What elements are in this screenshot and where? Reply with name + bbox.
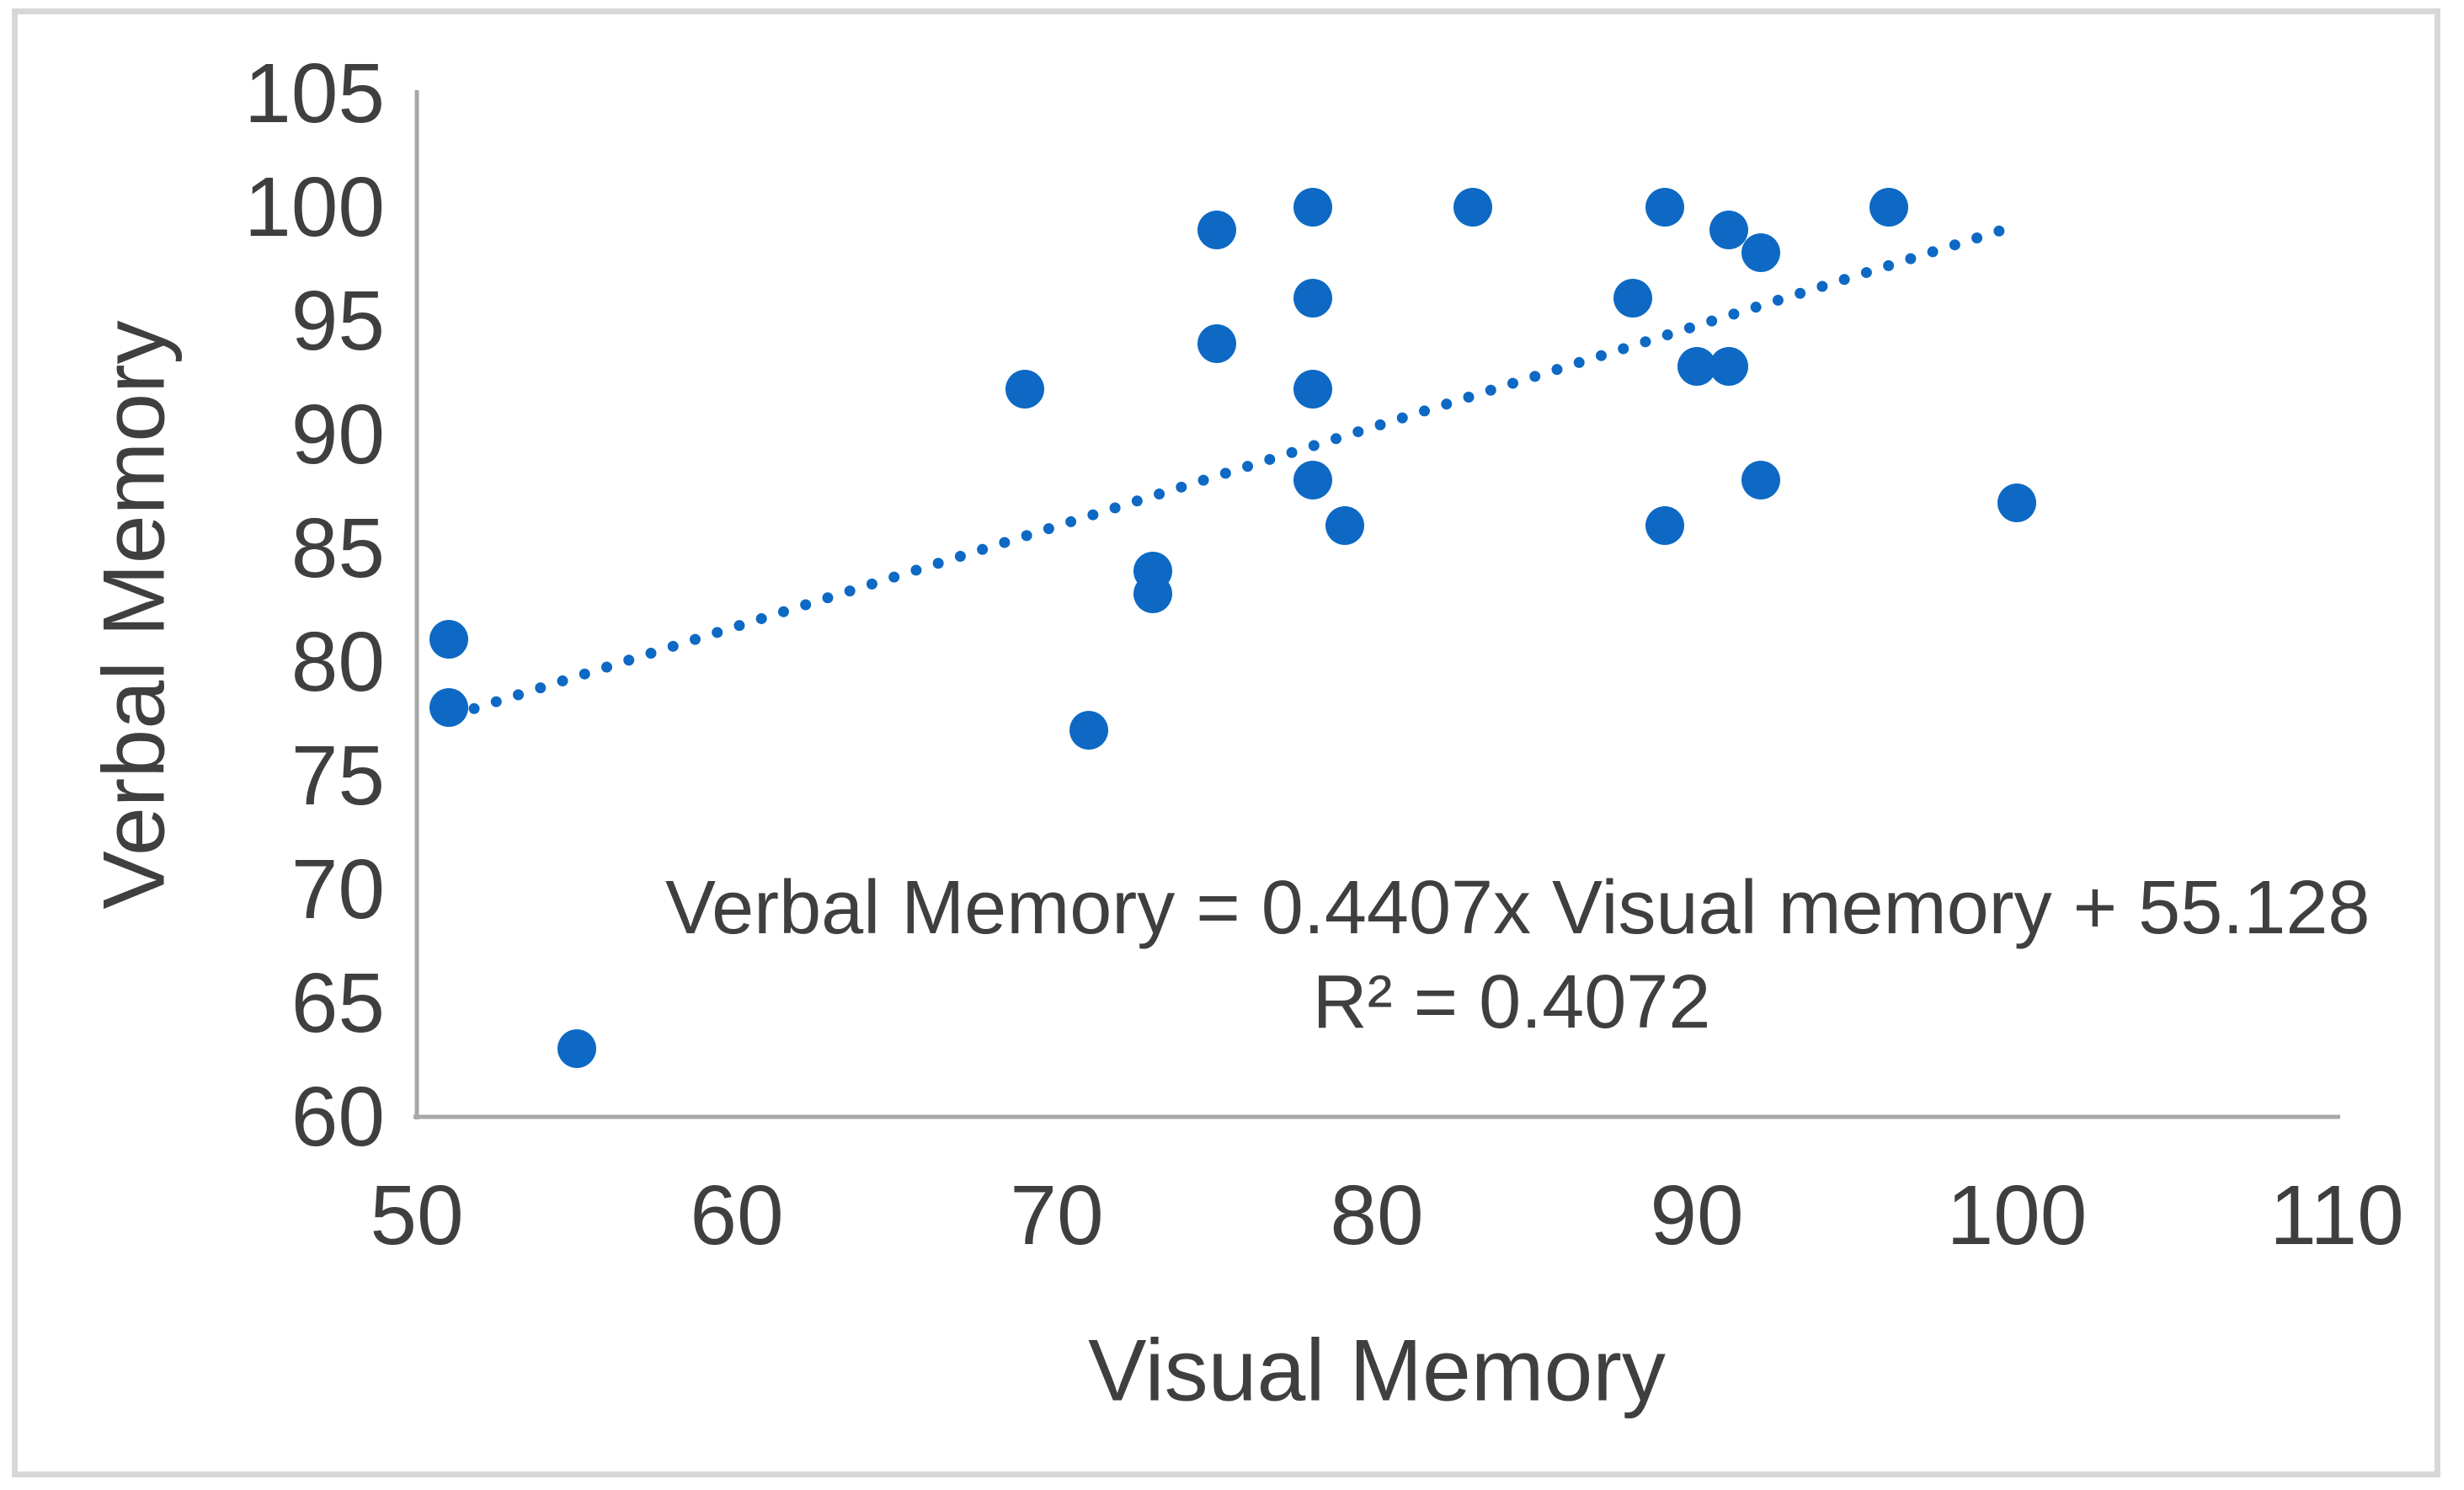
x-tick-label: 60: [690, 1168, 783, 1263]
data-point: [1741, 461, 1780, 499]
equation-line1: Verbal Memory = 0.4407x Visual memory + …: [665, 866, 2371, 950]
data-point: [1293, 279, 1332, 318]
data-point: [1645, 506, 1684, 545]
y-tick-label: 60: [291, 1070, 385, 1164]
data-point: [1005, 370, 1044, 409]
data-point: [429, 688, 468, 727]
data-point: [1325, 506, 1364, 545]
axes-layer: [413, 90, 2340, 1119]
data-point: [1133, 552, 1172, 590]
y-tick-label: 85: [291, 501, 385, 595]
x-tick-label: 70: [1010, 1168, 1103, 1263]
data-point: [1069, 711, 1108, 750]
x-tick-label: 110: [2269, 1168, 2403, 1263]
x-tick-label: 50: [370, 1168, 463, 1263]
data-point: [1293, 188, 1332, 227]
trend-line: [446, 222, 2016, 722]
trendline-equation-block: Verbal Memory = 0.4407x Visual memory + …: [665, 861, 2371, 1049]
data-point: [1709, 347, 1748, 386]
data-point: [1709, 211, 1748, 249]
y-tick-label: 95: [291, 274, 385, 368]
data-point: [1293, 370, 1332, 409]
y-tick-label: 80: [291, 615, 385, 709]
y-tick-label: 100: [244, 160, 385, 254]
trendline-layer: [446, 222, 2016, 722]
equation-line2: R² = 0.4072: [1312, 960, 1711, 1044]
data-point: [1197, 211, 1236, 249]
data-point: [1197, 324, 1236, 363]
y-tick-label: 105: [244, 46, 385, 141]
data-point: [1741, 233, 1780, 272]
y-tick-label: 65: [291, 956, 385, 1050]
data-point: [1997, 483, 2036, 522]
x-tick-label: 80: [1330, 1168, 1423, 1263]
data-point: [1613, 279, 1652, 318]
data-point: [557, 1029, 596, 1068]
x-tick-label: 100: [1947, 1168, 2088, 1263]
data-point: [1677, 347, 1716, 386]
data-points-layer: [429, 188, 2036, 1068]
data-point: [1293, 461, 1332, 499]
data-point: [1645, 188, 1684, 227]
y-tick-label: 70: [291, 842, 385, 937]
data-point: [429, 620, 468, 659]
y-tick-label: 90: [291, 387, 385, 482]
x-tick-label: 90: [1650, 1168, 1743, 1263]
y-axis-title: Verbal Memory: [85, 320, 184, 910]
y-tick-label: 75: [291, 729, 385, 823]
data-point: [1869, 188, 1908, 227]
data-point: [1453, 188, 1492, 227]
x-axis-title: Visual Memory: [1088, 1322, 1666, 1420]
